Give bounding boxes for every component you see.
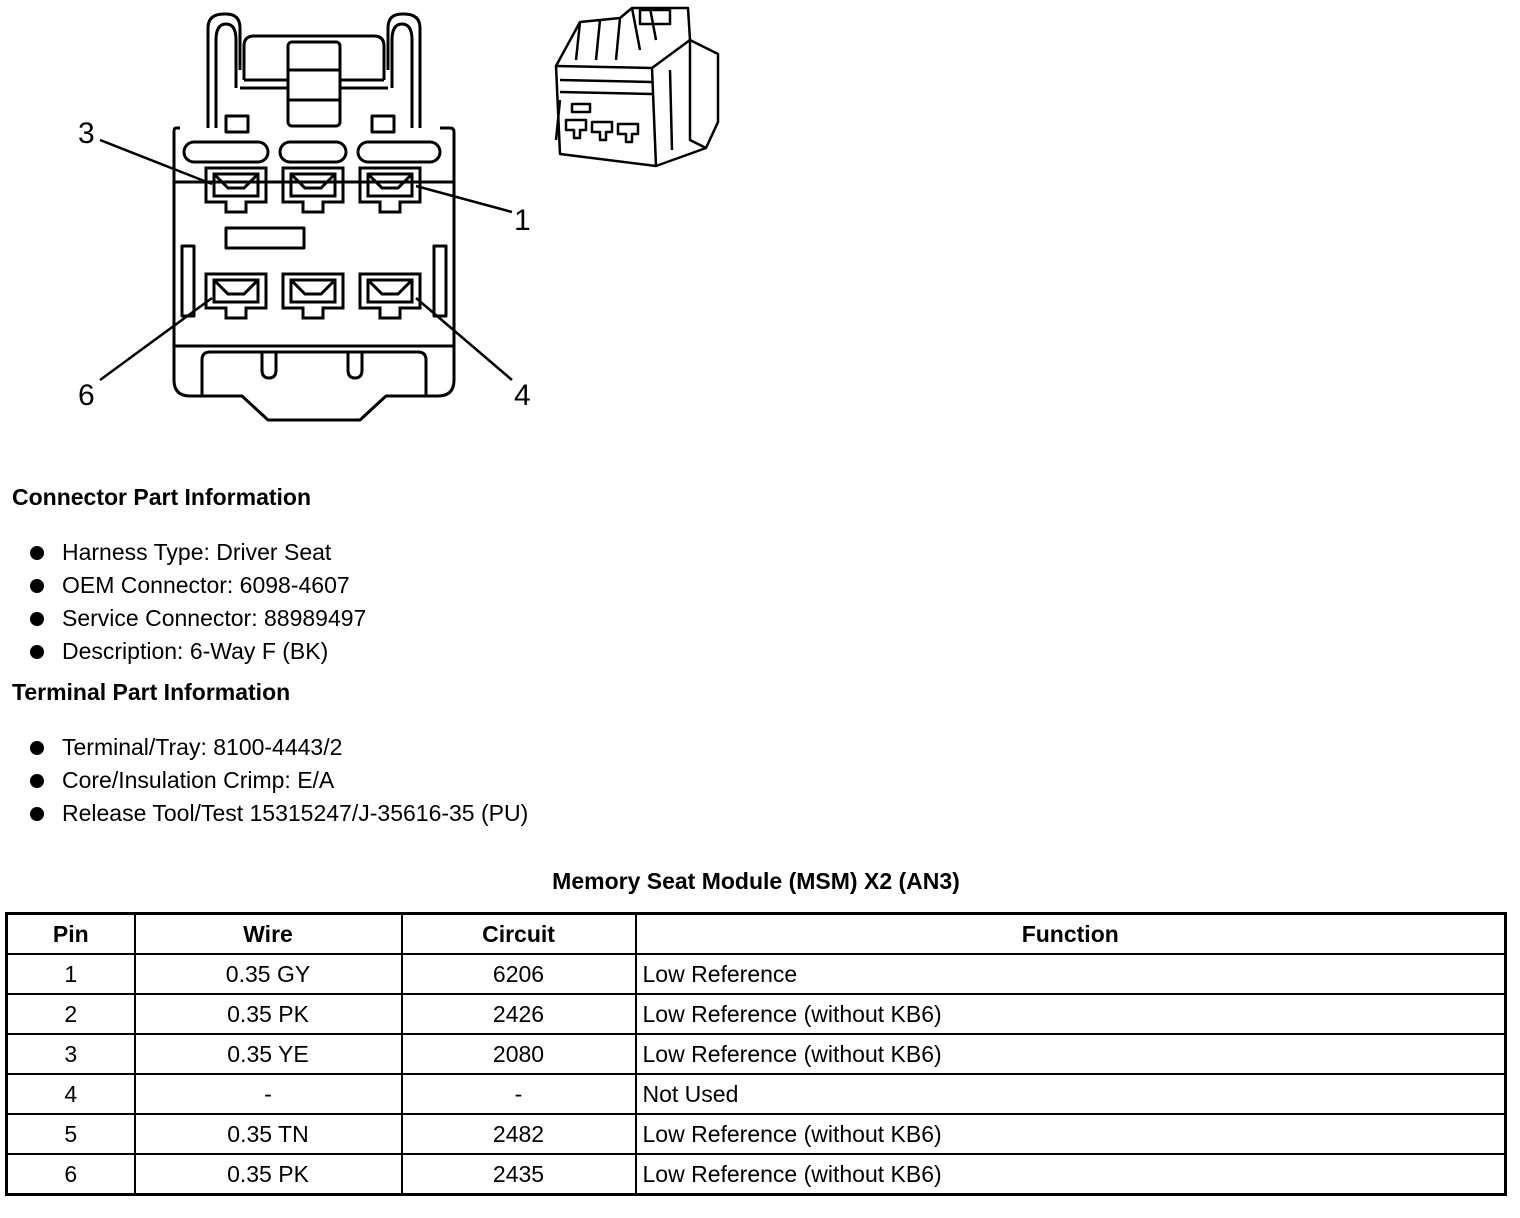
table-row: 1 0.35 GY 6206 Low Reference bbox=[5, 953, 1507, 995]
cell-wire: 0.35 PK bbox=[133, 993, 403, 1035]
list-item: OEM Connector: 6098-4607 bbox=[28, 569, 366, 602]
cell-function: Low Reference bbox=[634, 953, 1507, 995]
table-row: 3 0.35 YE 2080 Low Reference (without KB… bbox=[5, 1033, 1507, 1075]
cell-function: Low Reference (without KB6) bbox=[634, 1033, 1507, 1075]
cell-wire: 0.35 PK bbox=[133, 1153, 403, 1196]
list-item: Description: 6-Way F (BK) bbox=[28, 635, 366, 668]
cell-function: Low Reference (without KB6) bbox=[634, 993, 1507, 1035]
pinout-table: Pin Wire Circuit Function 1 0.35 GY 6206… bbox=[5, 912, 1507, 1196]
list-item: Release Tool/Test 15315247/J-35616-35 (P… bbox=[28, 797, 528, 830]
callout-pin-6: 6 bbox=[78, 379, 95, 412]
cell-wire: 0.35 YE bbox=[133, 1033, 403, 1075]
list-item: Harness Type: Driver Seat bbox=[28, 536, 366, 569]
callout-pin-4: 4 bbox=[514, 379, 531, 412]
cell-wire: - bbox=[133, 1073, 403, 1115]
callout-pin-1: 1 bbox=[514, 204, 531, 237]
connector-diagram: 3 1 6 4 bbox=[78, 6, 720, 422]
callout-pin-3: 3 bbox=[78, 117, 95, 150]
header-pin: Pin bbox=[5, 912, 136, 955]
bullet-icon bbox=[30, 546, 44, 560]
table-row: 5 0.35 TN 2482 Low Reference (without KB… bbox=[5, 1113, 1507, 1155]
bullet-icon bbox=[30, 774, 44, 788]
terminal-info-title: Terminal Part Information bbox=[12, 679, 291, 705]
cell-wire: 0.35 GY bbox=[133, 953, 403, 995]
bullet-icon bbox=[30, 807, 44, 821]
cell-wire: 0.35 TN bbox=[133, 1113, 403, 1155]
connector-info-list: Harness Type: Driver Seat OEM Connector:… bbox=[28, 536, 366, 668]
list-item: Core/Insulation Crimp: E/A bbox=[28, 764, 528, 797]
table-title: Memory Seat Module (MSM) X2 (AN3) bbox=[552, 868, 960, 894]
cell-pin: 1 bbox=[5, 953, 136, 995]
cell-pin: 4 bbox=[5, 1073, 136, 1115]
bullet-icon bbox=[30, 612, 44, 626]
cell-circuit: 2435 bbox=[400, 1153, 637, 1196]
table-row: 4 - - Not Used bbox=[5, 1073, 1507, 1115]
connector-info-title: Connector Part Information bbox=[12, 484, 312, 510]
cell-pin: 3 bbox=[5, 1033, 136, 1075]
terminal-info-list: Terminal/Tray: 8100-4443/2 Core/Insulati… bbox=[28, 731, 528, 830]
list-item: Terminal/Tray: 8100-4443/2 bbox=[28, 731, 528, 764]
cell-circuit: 2426 bbox=[400, 993, 637, 1035]
cell-circuit: 2080 bbox=[400, 1033, 637, 1075]
cell-circuit: 2482 bbox=[400, 1113, 637, 1155]
table-row: 6 0.35 PK 2435 Low Reference (without KB… bbox=[5, 1153, 1507, 1196]
bullet-icon bbox=[30, 579, 44, 593]
cell-function: Low Reference (without KB6) bbox=[634, 1113, 1507, 1155]
header-wire: Wire bbox=[133, 912, 403, 955]
connector-isometric-icon bbox=[554, 6, 720, 168]
cell-pin: 6 bbox=[5, 1153, 136, 1196]
cell-function: Low Reference (without KB6) bbox=[634, 1153, 1507, 1196]
table-header-row: Pin Wire Circuit Function bbox=[5, 912, 1507, 955]
list-item: Service Connector: 88989497 bbox=[28, 602, 366, 635]
header-circuit: Circuit bbox=[400, 912, 637, 955]
bullet-icon bbox=[30, 741, 44, 755]
cell-circuit: 6206 bbox=[400, 953, 637, 995]
cell-function: Not Used bbox=[634, 1073, 1507, 1115]
cell-pin: 2 bbox=[5, 993, 136, 1035]
table-row: 2 0.35 PK 2426 Low Reference (without KB… bbox=[5, 993, 1507, 1035]
cell-circuit: - bbox=[400, 1073, 637, 1115]
header-function: Function bbox=[634, 912, 1507, 955]
cell-pin: 5 bbox=[5, 1113, 136, 1155]
bullet-icon bbox=[30, 645, 44, 659]
